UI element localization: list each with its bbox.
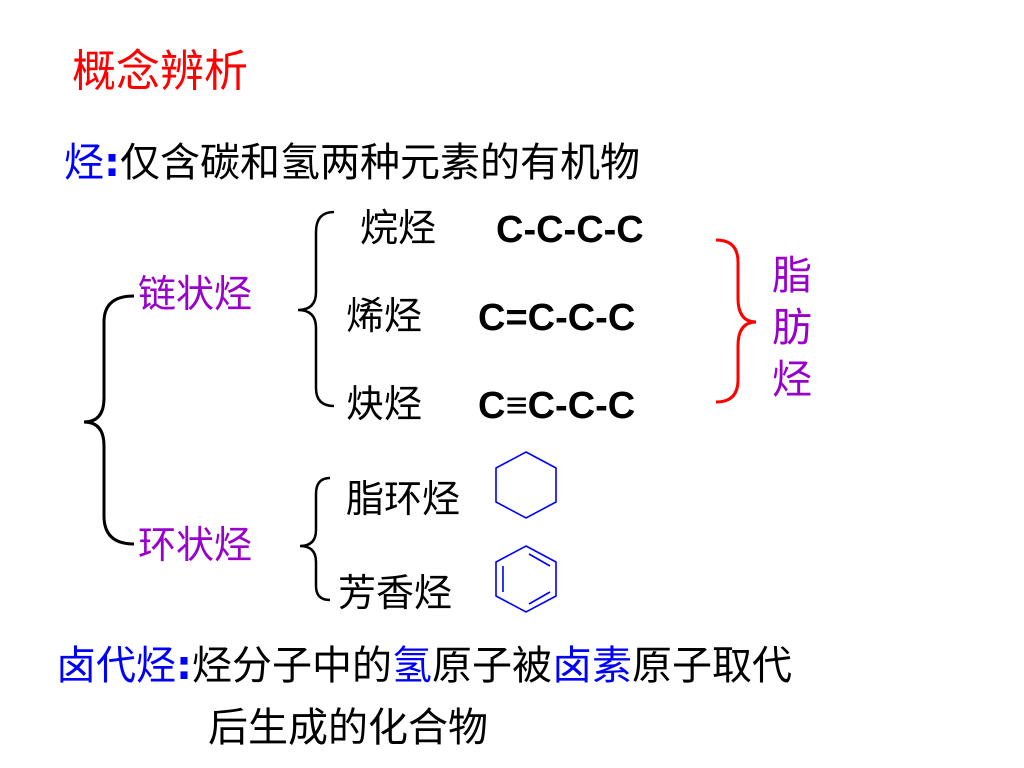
hydrocarbon-definition: 烃:仅含碳和氢两种元素的有机物 <box>64 143 640 183</box>
chain-brace <box>297 210 335 408</box>
hydrocarbon-term: 烃 <box>64 140 104 186</box>
halo-def-halogen: 卤素 <box>552 643 632 689</box>
hydrocarbon-definition-text: 仅含碳和氢两种元素的有机物 <box>120 140 640 186</box>
halohydrocarbon-term: 卤代烃 <box>56 643 176 689</box>
aliphatic-label-3: 烃 <box>772 357 812 403</box>
halo-def-part-5: 原子取代 <box>632 643 792 689</box>
alkene-formula: C=C-C-C <box>478 297 636 339</box>
halohydrocarbon-colon: : <box>176 643 192 689</box>
outer-brace <box>83 294 135 546</box>
cyclic-hydrocarbon-label: 环状烃 <box>138 523 253 567</box>
halo-def-part-1: 烃分子中的 <box>192 643 392 689</box>
alkene-name: 烯烃 <box>346 294 423 338</box>
cyclic-brace <box>299 476 331 602</box>
hydrocarbon-colon: : <box>104 140 120 186</box>
alkyne-formula: C≡C-C-C <box>478 385 636 427</box>
chain-hydrocarbon-label: 链状烃 <box>138 272 253 316</box>
halo-def-hydrogen: 氢 <box>392 643 432 689</box>
aliphatic-brace <box>715 238 757 404</box>
cyclohexane-icon <box>495 451 557 519</box>
aliphatic-label-1: 脂 <box>772 253 812 299</box>
halohydrocarbon-definition: 卤代烃:烃分子中的氢原子被卤素原子取代 <box>56 646 792 686</box>
halo-def-part-3: 原子被 <box>432 643 552 689</box>
page-title: 概念辨析 <box>72 46 248 97</box>
benzene-icon <box>495 545 557 613</box>
alkane-formula: C-C-C-C <box>496 209 644 251</box>
alkane-name: 烷烃 <box>360 206 437 250</box>
alkyne-name: 炔烃 <box>346 382 423 426</box>
alicyclic-name: 脂环烃 <box>346 477 461 521</box>
aromatic-name: 芳香烃 <box>338 571 453 615</box>
halohydrocarbon-definition-line2: 后生成的化合物 <box>208 705 488 751</box>
aliphatic-label-2: 肪 <box>772 305 812 351</box>
